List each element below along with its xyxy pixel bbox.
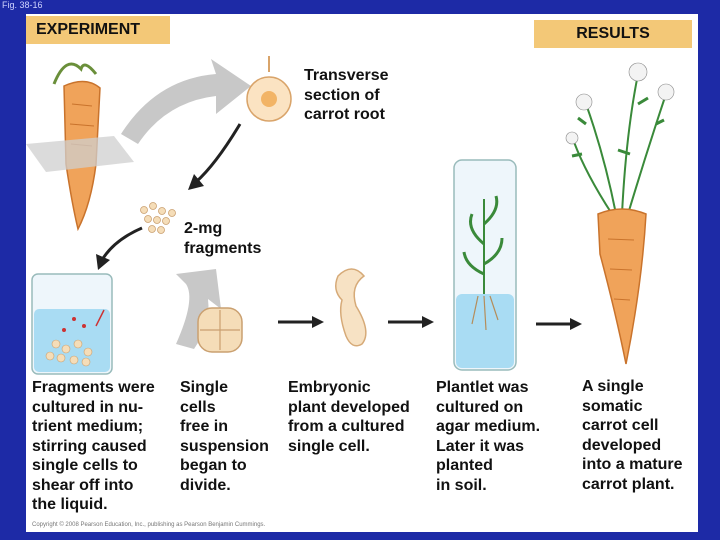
step-caption-2: Single cells free in suspension began to… [180,379,269,494]
step-caption-3: Embryonic plant developed from a culture… [288,379,410,455]
mature-carrot-plant [565,62,675,365]
arrow-fragments-to-tube [100,226,143,261]
experiment-tab: EXPERIMENT [26,16,170,44]
stage-arrow-1 [278,316,324,328]
dividing-cell [197,307,243,353]
gray-arrow-bottom [176,269,221,349]
carrot-root-image [26,62,134,232]
label-transverse-section: Transverse section of carrot root [304,67,389,123]
figure-label: Fig. 38-16 [2,0,43,10]
cross-section-disc [246,56,292,122]
stage-arrow-3 [536,318,582,330]
arrow-disc-to-fragments [194,123,242,184]
step-caption-5: A single somatic carrot cell developed i… [582,378,683,493]
stage-arrow-2 [388,316,434,328]
step-caption-1: Fragments were cultured in nu- trient me… [32,379,155,513]
culture-flask [31,273,113,375]
gray-arrow-top [121,59,251,144]
figure-panel: EXPERIMENT RESULTS [26,14,698,532]
results-tab: RESULTS [534,20,692,48]
fragments-cluster [140,202,176,234]
plantlet-tube [453,159,517,371]
transverse-plane [26,136,134,172]
embryo-shape [335,268,367,347]
label-fragments: 2-mg fragments [184,220,262,257]
step-caption-4: Plantlet was cultured on agar medium. La… [436,379,541,494]
copyright-notice: Copyright © 2008 Pearson Education, Inc.… [32,522,266,528]
experiment-illustration [26,56,675,375]
